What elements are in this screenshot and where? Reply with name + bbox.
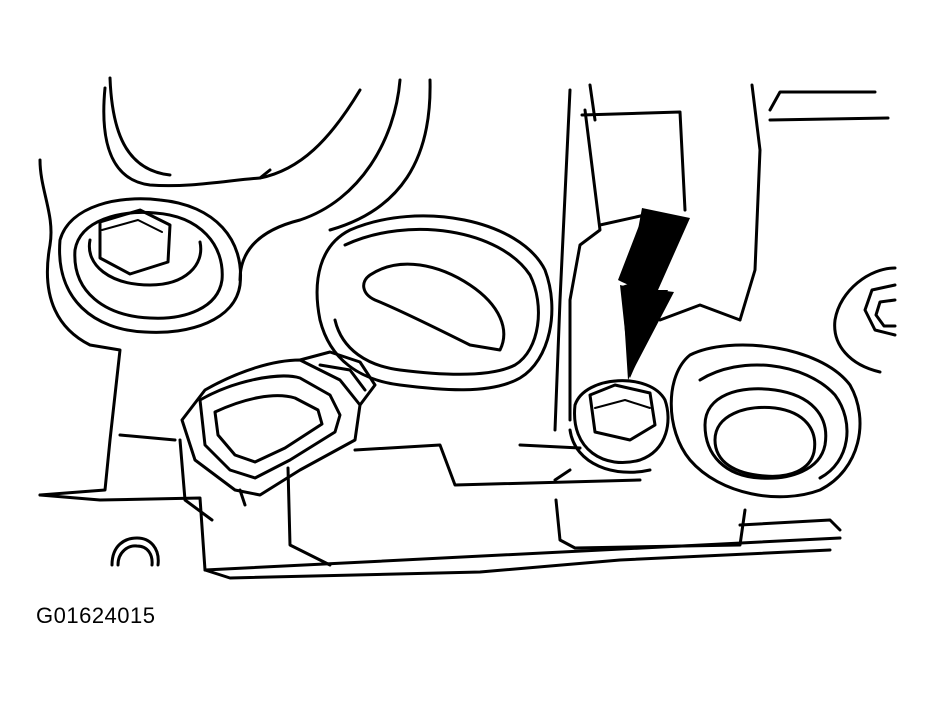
figure-code: G01624015 [36,603,156,628]
pointer-arrow [618,208,690,380]
sensor-bolt [568,379,670,474]
housing-outline [38,76,897,580]
bolt-head-left [58,197,243,334]
gasket-loop [315,214,554,392]
bracket-arm [553,108,742,482]
small-boss [110,536,160,567]
cup-boss [669,343,862,499]
bolt-head-right [863,283,897,337]
electrical-connector [178,350,377,522]
